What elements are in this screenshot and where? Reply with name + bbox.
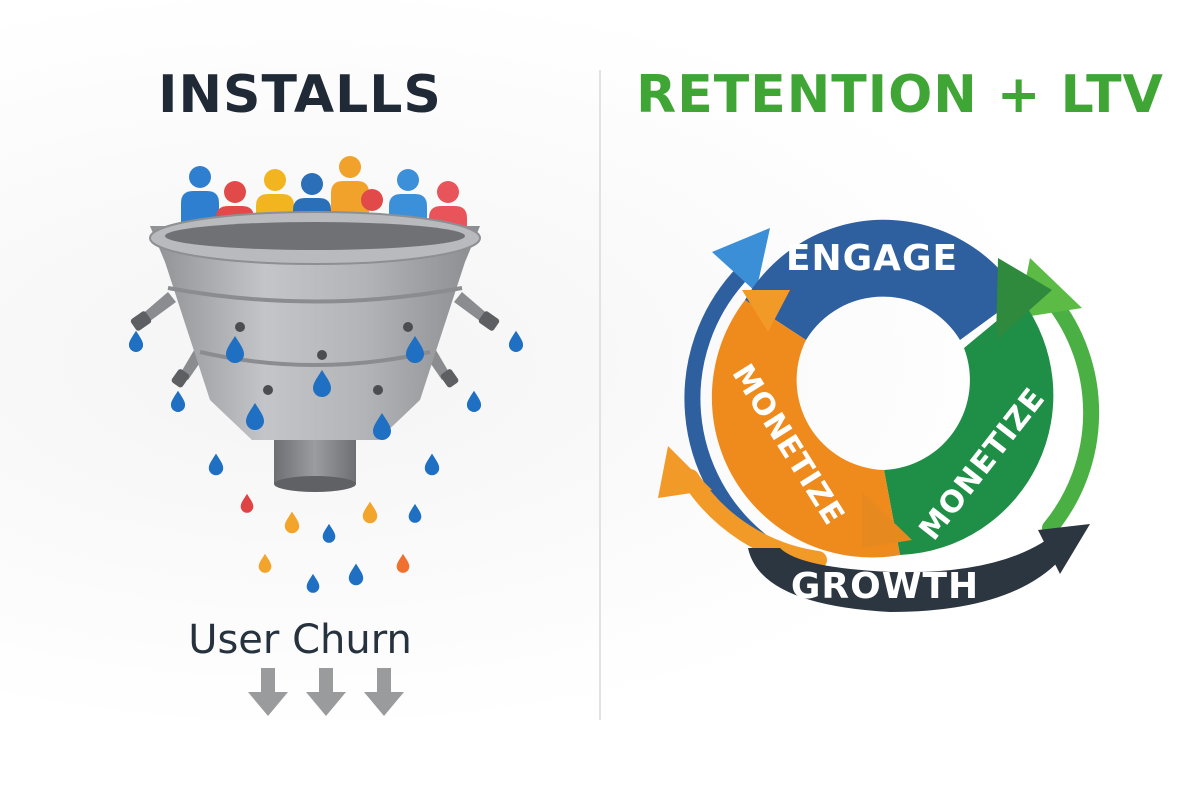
retention-title: RETENTION + LTV [636, 65, 1164, 125]
funnel-icon [130, 211, 500, 492]
arrow-down-icon [248, 668, 288, 716]
water-drop-icon [408, 503, 422, 523]
segment-label-growth: GROWTH [791, 566, 979, 607]
arrow-down-icon [306, 668, 346, 716]
ring-segment-engage [745, 219, 1020, 340]
ring-segment-monetize-right [884, 300, 1054, 555]
arrow-down-icon [364, 668, 404, 716]
segment-label-engage: ENGAGE [786, 238, 958, 279]
user-churn-label: User Churn [188, 617, 412, 663]
water-drop-icon [170, 390, 186, 412]
arrow-head-icon [658, 446, 712, 498]
water-drop-icon [466, 390, 482, 412]
arrow-head-icon [742, 290, 790, 332]
ring-segment-growth [748, 528, 1062, 612]
water-drop-icon [258, 553, 272, 573]
water-drop-icon [284, 511, 300, 534]
outer-blue-arc [684, 270, 768, 548]
retention-cycle: ENGAGE MONETIZE GROWTH MONETIZE [658, 219, 1100, 612]
water-drop-icon [508, 330, 524, 352]
water-drop-icon [240, 493, 254, 513]
center-divider [599, 70, 601, 720]
ring-segment-monetize-left [711, 300, 900, 558]
outer-orange-arc [681, 469, 827, 569]
churn-arrows [248, 668, 404, 716]
person-icon [181, 166, 219, 223]
outer-green-arc [1042, 292, 1100, 536]
installs-title: INSTALLS [158, 65, 442, 125]
water-drop-icon [128, 330, 144, 352]
water-drop-icon [396, 553, 410, 573]
arrow-head-icon [862, 492, 912, 548]
arrow-head-icon [1038, 524, 1090, 574]
water-drop-icon [322, 523, 336, 543]
arrow-head-icon [996, 258, 1052, 340]
arrow-head-icon [712, 228, 770, 292]
water-drop-icon [306, 573, 320, 593]
water-drop-icon [348, 563, 364, 586]
water-drop-icon [208, 453, 224, 476]
water-drop-icon [424, 453, 440, 476]
water-drop-icon [362, 501, 378, 524]
